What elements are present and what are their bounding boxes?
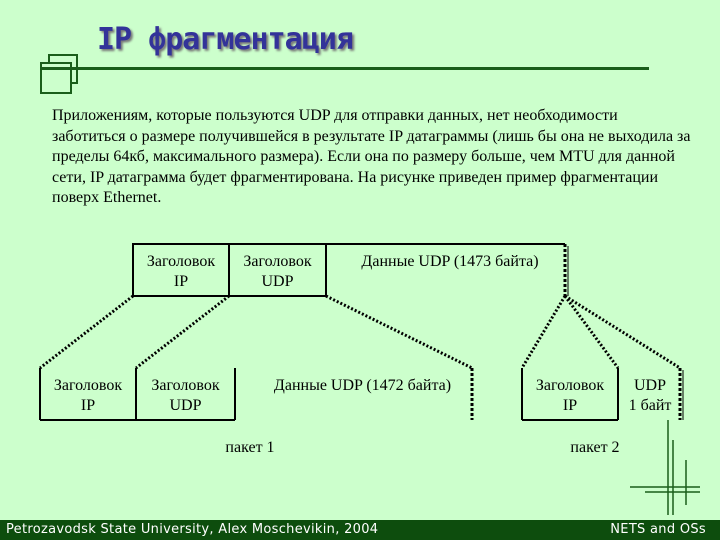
slide-paragraph: Приложениям, которые пользуются UDP для … [52,107,691,206]
orig-udp-data: Данные UDP (1473 байта) [361,253,539,270]
fragment2-box [521,368,684,421]
original-datagram-box [132,243,569,297]
footer-left-text: Petrozavodsk State University, Alex Mosc… [6,522,379,537]
frag1-udp-data: Данные UDP (1472 байта) [273,377,452,394]
frag2-label: пакет 2 [570,439,620,456]
title-underline [40,67,649,70]
corner-decoration [630,420,700,515]
slide-title: IP фрагментация [97,22,354,57]
fragment1-box [39,368,474,421]
fragment-connectors [39,294,681,370]
frag1-label: пакет 1 [225,439,275,456]
footer-bar: Petrozavodsk State University, Alex Mosc… [0,520,720,540]
footer-right-text: NETS and OSs [610,522,706,537]
